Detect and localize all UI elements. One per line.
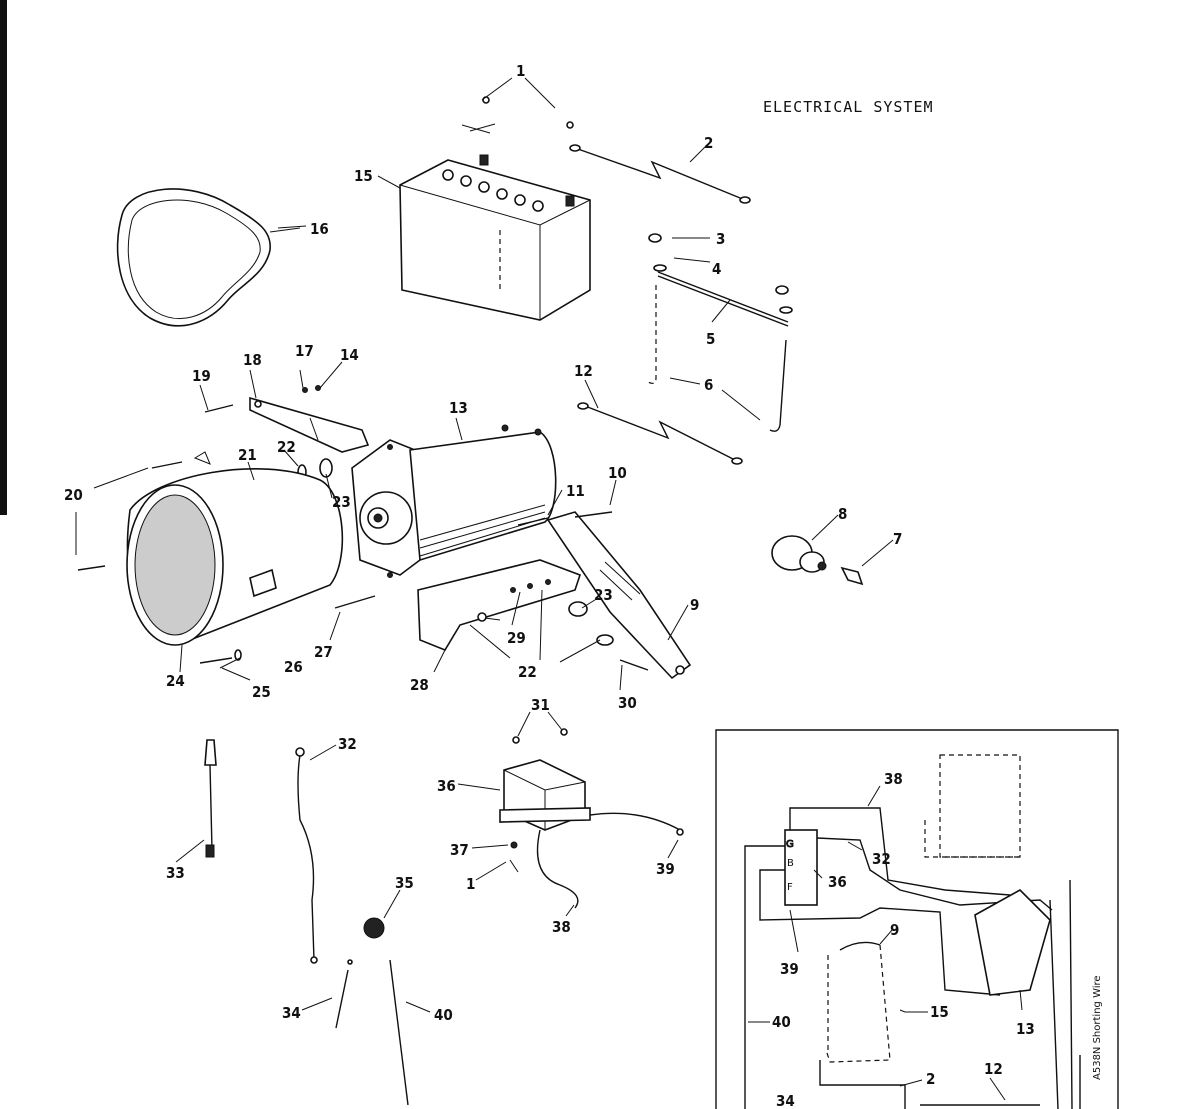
wiring-schematic-inset: G B F A538N Shorting Wire [715,729,1119,1109]
label-part-15: 15 [354,167,373,185]
inset-label-34: 34 [776,1092,795,1109]
battery-part [399,154,591,321]
belt-guard-part [126,468,344,664]
inset-label-39: 39 [780,960,799,978]
label-part-27: 27 [314,643,333,661]
inset-label-2: 2 [926,1070,935,1088]
inset-labels: 38 36 32 9 39 15 13 40 2 12 34 [772,770,1035,1109]
inset-label-36: 36 [828,873,847,891]
label-part-1-lower: 1 [466,875,475,893]
label-part-39: 39 [656,860,675,878]
generator-part [351,424,557,578]
label-part-13: 13 [449,399,468,417]
label-part-23-upper: 23 [332,493,351,511]
inset-vertical-label: A538N Shorting Wire [1092,975,1103,1080]
label-part-24: 24 [166,672,185,690]
label-part-33: 33 [166,864,185,882]
inset-label-40: 40 [772,1013,791,1031]
label-part-5: 5 [706,330,715,348]
label-part-35: 35 [395,874,414,892]
label-part-30: 30 [618,694,637,712]
label-part-28: 28 [410,676,429,694]
inset-label-15: 15 [930,1003,949,1021]
label-part-3: 3 [716,230,725,248]
label-part-7: 7 [893,530,902,548]
label-part-23-lower: 23 [594,586,613,604]
inset-label-12: 12 [984,1060,1003,1078]
label-part-9: 9 [690,596,699,614]
label-part-37: 37 [450,841,469,859]
inset-label-9: 9 [890,921,899,939]
wiring-and-switch-parts [204,739,409,1106]
label-part-8: 8 [838,505,847,523]
label-part-22-upper: 22 [277,438,296,456]
headlight-shroud-part [116,188,301,327]
ammeter-part [771,535,864,586]
voltage-regulator-part [499,728,684,909]
generator-bracket-part [204,385,370,453]
inset-label-13: 13 [1016,1020,1035,1038]
label-part-10: 10 [608,464,627,482]
inset-terminal-b: B [787,858,794,869]
label-part-12: 12 [574,362,593,380]
label-part-2: 2 [704,134,713,152]
label-part-29: 29 [507,629,526,647]
label-part-38: 38 [552,918,571,936]
label-part-18: 18 [243,351,262,369]
adjusting-bracket-part [334,511,692,680]
label-part-32: 32 [338,735,357,753]
label-part-25: 25 [252,683,271,701]
label-part-26: 26 [284,658,303,676]
inset-terminal-f: F [787,882,793,893]
part-number-labels: 1 2 3 4 5 6 7 8 9 10 11 12 13 14 15 16 1… [64,62,902,1024]
left-border-bar [0,0,7,515]
label-part-40: 40 [434,1006,453,1024]
battery-hardware-parts [461,96,793,465]
label-part-22-lower: 22 [518,663,537,681]
diagram-title: ELECTRICAL SYSTEM [763,98,934,116]
label-part-21: 21 [238,446,257,464]
inset-terminal-g: G [786,839,794,850]
label-part-34: 34 [282,1004,301,1022]
inset-label-32: 32 [872,850,891,868]
label-part-19: 19 [192,367,211,385]
label-part-16: 16 [310,220,329,238]
label-part-14: 14 [340,346,359,364]
label-part-36: 36 [437,777,456,795]
label-part-31: 31 [531,696,550,714]
inset-label-38: 38 [884,770,903,788]
label-part-20: 20 [64,486,83,504]
leader-lines [75,77,1023,1101]
label-part-17: 17 [295,342,314,360]
label-part-6: 6 [704,376,713,394]
label-part-1: 1 [516,62,525,80]
label-part-11: 11 [566,482,585,500]
label-part-4: 4 [712,260,721,278]
